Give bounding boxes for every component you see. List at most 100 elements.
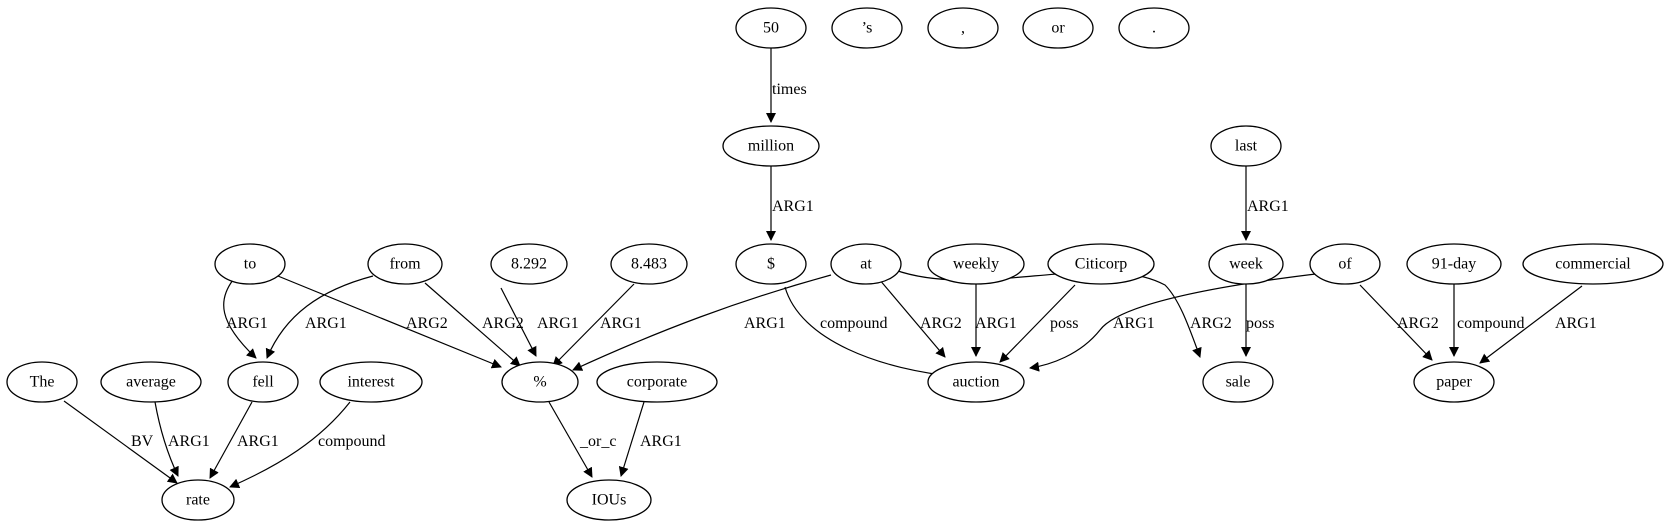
svg-text:%: % [533,374,546,391]
edge-50-times-million: times [766,48,807,123]
node-interest: interest [319,361,423,403]
node-million: million [722,125,820,167]
edge-8483-arg1-pct: ARG1 [552,283,642,367]
node-at: at [830,243,902,285]
edge-label: ARG1 [1113,315,1155,332]
edge-label: ARG2 [1397,315,1439,332]
node-fell: fell [227,361,299,403]
edge-label: ARG1 [772,198,814,215]
edge-label: times [772,81,807,98]
edge-label: compound [820,315,888,332]
edge-week-poss-sale: poss [1241,284,1274,357]
edge-to-arg2-pct: ARG2 [272,273,502,369]
node-sale: sale [1202,361,1274,403]
edge-label: compound [1457,315,1525,332]
node-period: . [1118,7,1190,49]
edge-at-arg2-auction: ARG2 [878,278,962,358]
svg-text:50: 50 [763,20,779,37]
edge-layer: times ARG1 ARG1 ARG1 ARG2 ARG1 ARG2 ARG [63,48,1597,488]
edge-from-arg2-pct: ARG2 [424,282,524,367]
edge-last-arg1-week: ARG1 [1241,166,1289,241]
edge-label: ARG1 [237,433,279,450]
edge-weekly-arg1-auction: ARG1 [971,284,1017,357]
edge-at-arg2-sale: ARG2 [894,269,1232,358]
node-91-day: 91-day [1406,243,1502,285]
edge-pct-or-c-iours: _or_c [548,401,616,478]
node-citicorp: Citicorp [1047,243,1155,285]
svg-text:’s: ’s [862,20,873,37]
node-corporate: corporate [596,361,718,403]
edge-label: ARG1 [1555,315,1597,332]
node-50: 50 [735,7,807,49]
svg-text:8.483: 8.483 [631,256,667,273]
svg-text:week: week [1229,256,1263,273]
svg-text:weekly: weekly [953,256,999,273]
svg-text:paper: paper [1436,374,1472,391]
edge-label: ARG1 [537,315,579,332]
edge-label: ARG2 [920,315,962,332]
node-to: to [214,243,286,285]
node-8483: 8.483 [610,243,688,285]
edge-8292-arg1-pct: ARG1 [500,287,579,357]
edge-dollar-compound-auction: compound [784,286,961,382]
node-apostrophe-s: ’s [831,7,903,49]
edge-label: compound [318,433,386,450]
node-or: or [1022,7,1094,49]
svg-text:8.292: 8.292 [511,256,547,273]
node-of: of [1309,243,1381,285]
svg-text:The: The [30,374,55,391]
node-the: The [6,361,78,403]
edge-label: ARG1 [600,315,642,332]
edge-label: poss [1050,315,1078,332]
edge-commercial-arg1-paper: ARG1 [1479,285,1597,364]
svg-text:average: average [126,374,176,391]
svg-text:rate: rate [186,492,210,509]
svg-text:of: of [1338,256,1352,273]
edge-average-arg1-rate: ARG1 [154,401,210,477]
edge-91day-compound-paper: compound [1449,284,1525,357]
node-commercial: commercial [1522,243,1664,285]
node-layer: 50 ’s , or . million last to from 8.292 … [6,7,1664,521]
node-paper: paper [1413,361,1495,403]
svg-text:to: to [244,256,256,273]
svg-text:auction: auction [952,374,999,391]
edge-label: ARG1 [305,315,347,332]
node-dollar: $ [735,243,807,285]
node-percent: % [501,361,579,403]
node-rate: rate [161,479,235,521]
edge-label: ARG1 [226,315,268,332]
svg-text:million: million [748,138,794,155]
edge-label: poss [1246,315,1274,332]
node-8292: 8.292 [490,243,568,285]
node-average: average [100,361,202,403]
edge-label: ARG1 [744,315,786,332]
edge-label: BV [131,433,154,450]
edge-label: _or_c [579,433,616,450]
node-ious: IOUs [566,479,652,521]
svg-text:fell: fell [252,374,274,391]
edge-label: ARG1 [640,433,682,450]
edge-million-arg1-dollar: ARG1 [766,166,814,241]
svg-text:last: last [1235,138,1258,155]
edge-label: ARG1 [1247,198,1289,215]
edge-of-arg2-paper: ARG2 [1359,284,1439,361]
svg-text:or: or [1051,20,1065,37]
svg-text:$: $ [767,256,775,273]
edge-label: ARG1 [975,315,1017,332]
node-week: week [1208,243,1284,285]
node-comma: , [927,7,999,49]
svg-text:interest: interest [347,374,395,391]
svg-text:IOUs: IOUs [592,492,627,509]
edge-the-bv-rate: BV [63,400,178,484]
edge-label: ARG2 [482,315,524,332]
svg-text:from: from [389,256,421,273]
svg-text:91-day: 91-day [1432,256,1476,273]
edge-corporate-arg1-iours: ARG1 [618,401,682,477]
edge-citicorp-poss-auction: poss [999,284,1078,363]
node-weekly: weekly [927,243,1025,285]
svg-text:.: . [1152,20,1156,37]
svg-text:sale: sale [1226,374,1251,391]
edge-at-arg1-pct: ARG1 [572,274,832,371]
svg-text:at: at [860,256,872,273]
